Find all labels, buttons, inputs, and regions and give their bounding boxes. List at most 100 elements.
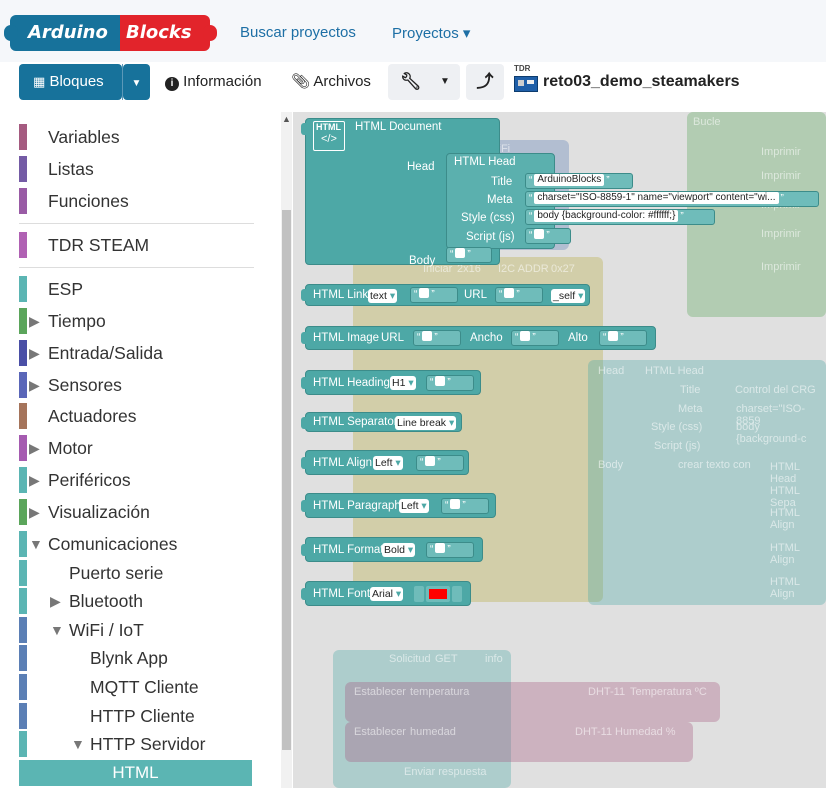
image-width-input[interactable]: “” <box>511 330 559 346</box>
html-image-block[interactable]: HTML Image URL “” Ancho “” Alto “” <box>301 326 656 350</box>
category-blynk-app[interactable]: Blynk App <box>0 643 260 673</box>
ghost-dht-label: DHT-11 <box>575 726 613 738</box>
head-style-value[interactable]: body {background-color: #ffffff;} <box>534 210 679 222</box>
category-variables[interactable]: Variables <box>0 122 260 152</box>
blockly-workspace[interactable]: Acceso WiFi Bucle Imprimir Imprimir Impr… <box>293 112 826 788</box>
align-mode-dropdown[interactable]: Left <box>373 456 403 470</box>
board-image-icon: TDR <box>514 64 538 94</box>
caret-down-icon: ▼ <box>131 78 142 89</box>
blocks-dropdown-toggle[interactable]: ▼ <box>123 64 150 100</box>
html-file-icon: HTML </> <box>313 121 345 151</box>
ghost-i2c-label: I2C ADDR <box>498 263 549 275</box>
files-tab-label: Archivos <box>313 73 371 90</box>
category-functions[interactable]: Funciones <box>0 186 260 216</box>
heading-level-dropdown[interactable]: H1 <box>390 376 416 390</box>
paragraph-text-input[interactable]: “” <box>441 498 489 514</box>
category-sensors[interactable]: ▶Sensores <box>0 370 260 400</box>
ghost-temperature-var: temperatura <box>410 686 470 698</box>
toolbox-scrollbar-thumb[interactable] <box>282 210 291 750</box>
head-script-label: Script (js) <box>466 231 515 243</box>
ghost-request-label: Solicitud <box>389 653 431 665</box>
category-tdr-steam[interactable]: TDR STEAM <box>0 230 260 260</box>
project-title[interactable]: reto03_demo_steamakers <box>543 73 740 90</box>
category-html-selected[interactable]: HTML <box>19 760 252 786</box>
separator-mode-dropdown[interactable]: Line break <box>395 416 457 430</box>
category-mqtt-client[interactable]: MQTT Cliente <box>0 672 260 702</box>
font-text-slot[interactable] <box>452 586 462 602</box>
category-motor[interactable]: ▶Motor <box>0 433 260 463</box>
image-height-input[interactable]: “” <box>599 330 647 346</box>
toolbox-divider <box>19 223 254 224</box>
align-text-input[interactable]: “” <box>416 455 464 471</box>
ghost-html-align-label: HTML Align <box>770 507 800 531</box>
category-http-client[interactable]: HTTP Cliente <box>0 701 260 731</box>
category-lists[interactable]: Listas <box>0 154 260 184</box>
share-export-icon: ⤴ <box>476 72 494 91</box>
category-io[interactable]: ▶Entrada/Salida <box>0 338 260 368</box>
format-text-input[interactable]: “” <box>426 542 474 558</box>
link-url-input[interactable]: “” <box>495 287 543 303</box>
tools-dropdown-button[interactable]: 🔧︎ ▼ <box>388 64 460 100</box>
head-meta-text-block[interactable]: “charset="ISO-8859-1" name="viewport" co… <box>525 191 819 207</box>
head-title-value[interactable]: ArduinoBlocks <box>534 174 605 186</box>
html-heading-block[interactable]: HTML Heading H1 “” <box>301 370 481 395</box>
heading-text-input[interactable]: “” <box>426 375 474 391</box>
html-link-block[interactable]: HTML Link text “” URL “” _self <box>301 284 590 306</box>
category-bluetooth[interactable]: ▶Bluetooth <box>0 586 260 616</box>
nav-projects-dropdown[interactable]: Proyectos ▾ <box>392 25 471 42</box>
info-circle-icon: i <box>165 77 179 91</box>
category-peripherals[interactable]: ▶Periféricos <box>0 465 260 495</box>
head-meta-value[interactable]: charset="ISO-8859-1" name="viewport" con… <box>534 192 779 204</box>
html-align-block[interactable]: HTML Align Left “” <box>301 450 469 475</box>
image-url-input[interactable]: “” <box>413 330 461 346</box>
category-communications[interactable]: ▼Comunicaciones <box>0 529 260 559</box>
html-font-block[interactable]: HTML Font Arial <box>301 581 471 606</box>
html-format-title: HTML Format <box>313 544 384 556</box>
head-title-text-block[interactable]: “ArduinoBlocks” <box>525 173 633 189</box>
arduinoblocks-logo[interactable]: Arduino Blocks <box>4 15 217 51</box>
category-actuators[interactable]: Actuadores <box>0 401 260 431</box>
font-color-swatch[interactable] <box>426 586 450 602</box>
ghost-loop-label: Bucle <box>693 116 721 128</box>
collapse-triangle-icon: ▼ <box>29 536 43 552</box>
head-style-text-block[interactable]: “body {background-color: #ffffff;}” <box>525 209 715 225</box>
ghost-html-document-block <box>588 360 826 605</box>
category-display[interactable]: ▶Visualización <box>0 497 260 527</box>
link-url-label: URL <box>464 289 488 301</box>
scroll-up-arrow-icon[interactable]: ▲ <box>282 114 291 124</box>
share-button[interactable]: ⤴ <box>466 64 504 100</box>
font-family-dropdown[interactable]: Arial <box>370 587 404 601</box>
top-navbar: Arduino Blocks Buscar proyectos Proyecto… <box>0 0 826 62</box>
head-script-text-block[interactable]: “” <box>525 228 571 244</box>
nav-search-projects[interactable]: Buscar proyectos <box>240 24 356 41</box>
info-tab-button[interactable]: i Información <box>160 64 270 100</box>
font-size-slot[interactable] <box>414 586 424 602</box>
ghost-create-text-label: crear texto con <box>678 459 751 471</box>
ghost-html-align-label: HTML Align <box>770 542 800 566</box>
paragraph-mode-dropdown[interactable]: Left <box>399 499 429 513</box>
files-tab-button[interactable]: 📎︎ Archivos <box>285 64 377 100</box>
link-mode-dropdown[interactable]: text <box>368 289 398 303</box>
ghost-humidity-var: humedad <box>410 726 456 738</box>
html-format-block[interactable]: HTML Format Bold “” <box>301 537 483 562</box>
ghost-get-label: GET <box>435 653 458 665</box>
link-text-input[interactable]: “” <box>410 287 458 303</box>
ghost-meta-label: Meta <box>678 403 703 415</box>
format-mode-dropdown[interactable]: Bold <box>382 543 416 557</box>
category-time[interactable]: ▶Tiempo <box>0 306 260 336</box>
category-http-server[interactable]: ▼HTTP Servidor <box>0 729 260 759</box>
ghost-html-separator-label: HTML Sepa <box>770 485 800 509</box>
category-serial-port[interactable]: Puerto serie <box>0 558 260 588</box>
category-wifi-iot[interactable]: ▼WiFi / IoT <box>0 615 260 645</box>
blocks-tab-button[interactable]: ▦ Bloques <box>19 64 122 100</box>
category-esp[interactable]: ESP <box>0 274 260 304</box>
html-paragraph-block[interactable]: HTML Paragraph Left “” <box>301 493 496 518</box>
ghost-html-head-label: HTML Head <box>645 365 704 377</box>
link-target-dropdown[interactable]: _self <box>551 289 586 303</box>
ghost-meta-value: charset="ISO-8859 <box>736 403 806 427</box>
html-separator-block[interactable]: HTML Separator Line break <box>301 412 462 432</box>
tdr-label: TDR <box>514 64 531 73</box>
expand-triangle-icon: ▶ <box>29 377 40 393</box>
document-body-text-block[interactable]: “” <box>446 247 492 263</box>
toolbox-scrollbar[interactable]: ▲ <box>281 112 292 788</box>
